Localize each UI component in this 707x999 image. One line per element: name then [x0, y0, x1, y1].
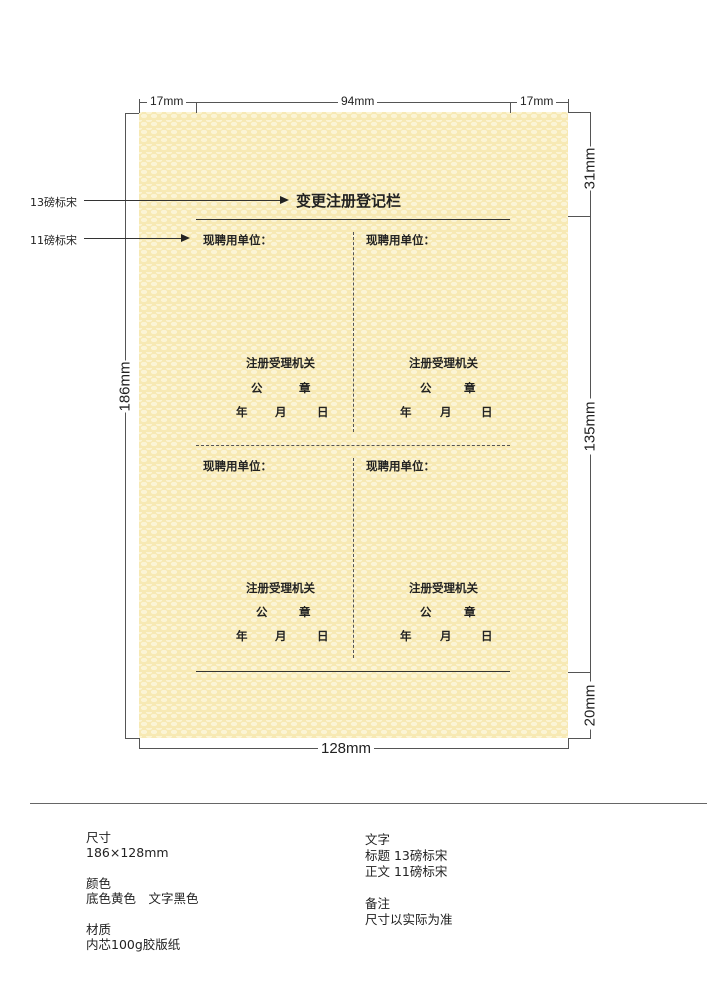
bottom-tick-left: [139, 738, 140, 749]
right-tick-20: [568, 672, 591, 673]
authority-label: 注册受理机关: [246, 356, 315, 370]
vertical-dashed-divider-bottom: [353, 458, 354, 658]
date-year: 年: [236, 629, 248, 643]
annotation-body-font: 11磅标宋: [30, 234, 77, 247]
dim-left: 186mm: [116, 360, 134, 413]
date-month: 月: [440, 405, 452, 419]
seal-char-2: 章: [464, 381, 476, 395]
date-month: 月: [275, 629, 287, 643]
bottom-tick-right: [568, 738, 569, 749]
annotation-title-arrow-line: [84, 200, 282, 201]
annotation-title-font: 13磅标宋: [30, 196, 77, 209]
right-tick-top: [568, 112, 591, 113]
dim-right-top: 31mm: [581, 146, 599, 191]
spec-color-value: 底色黄色 文字黑色: [86, 891, 199, 906]
right-tick-31: [568, 216, 591, 217]
employer-label: 现聘用单位：: [203, 233, 272, 247]
dim-right-middle: 135mm: [581, 398, 599, 455]
top-tick-inner-right: [510, 102, 511, 113]
title-underline: [196, 219, 510, 220]
bottom-rule: [196, 671, 510, 672]
employer-label: 现聘用单位：: [366, 459, 435, 473]
spec-material-value: 内芯100g胶版纸: [86, 937, 181, 952]
seal-char-1: 公: [420, 381, 432, 395]
date-day: 日: [481, 405, 493, 419]
spec-text-title: 标题 13磅标宋: [365, 848, 448, 863]
date-day: 日: [317, 629, 329, 643]
employer-label: 现聘用单位：: [366, 233, 435, 247]
date-day: 日: [317, 405, 329, 419]
spec-size-heading: 尺寸: [86, 830, 112, 845]
left-tick-bottom: [125, 738, 139, 739]
seal-char-2: 章: [299, 605, 311, 619]
date-year: 年: [400, 629, 412, 643]
dim-top-center: 94mm: [338, 94, 378, 108]
section-separator: [30, 803, 707, 804]
annotation-body-arrow-line: [84, 238, 182, 239]
dim-top-left: 17mm: [147, 94, 187, 108]
spec-material-heading: 材质: [86, 922, 112, 937]
top-tick-inner-left: [196, 102, 197, 113]
date-year: 年: [400, 405, 412, 419]
authority-label: 注册受理机关: [246, 581, 315, 595]
dim-bottom: 128mm: [318, 740, 375, 757]
seal-char-2: 章: [299, 381, 311, 395]
spec-note-heading: 备注: [365, 896, 391, 911]
arrow-right-icon: [181, 234, 190, 242]
dim-top-right: 17mm: [517, 94, 557, 108]
right-tick-bottom: [568, 738, 591, 739]
spec-color-heading: 颜色: [86, 876, 112, 891]
seal-char-1: 公: [256, 605, 268, 619]
spec-size-value: 186×128mm: [86, 845, 169, 860]
arrow-right-icon: [280, 196, 289, 204]
spec-text-heading: 文字: [365, 832, 391, 847]
top-tick-left: [139, 99, 140, 113]
spec-note-value: 尺寸以实际为准: [365, 912, 453, 927]
date-month: 月: [440, 629, 452, 643]
employer-label: 现聘用单位：: [203, 459, 272, 473]
left-tick-top: [125, 113, 139, 114]
vertical-dashed-divider-top: [353, 232, 354, 432]
top-tick-right: [568, 99, 569, 113]
date-month: 月: [275, 405, 287, 419]
date-year: 年: [236, 405, 248, 419]
spec-text-body: 正文 11磅标宋: [365, 864, 448, 879]
seal-char-1: 公: [251, 381, 263, 395]
seal-char-1: 公: [420, 605, 432, 619]
left-dimension-line: [125, 113, 126, 739]
horizontal-dashed-divider: [196, 445, 510, 446]
card-title: 变更注册登记栏: [296, 192, 402, 210]
authority-label: 注册受理机关: [409, 356, 478, 370]
seal-char-2: 章: [464, 605, 476, 619]
dim-right-bottom: 20mm: [581, 681, 599, 730]
date-day: 日: [481, 629, 493, 643]
authority-label: 注册受理机关: [409, 581, 478, 595]
